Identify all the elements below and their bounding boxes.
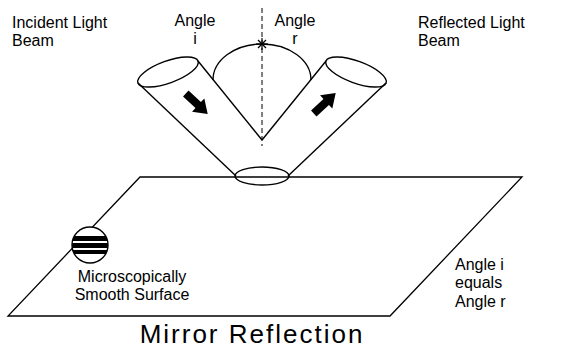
smooth-surface-symbol [70,227,110,263]
note-label: Angle i equals Angle r [455,256,513,311]
beam-label: Reflected Light Beam [418,14,548,51]
light-spot [235,167,289,185]
caption: Mirror Reflection [140,320,365,349]
normal-line [262,8,263,146]
beam-label: Incident Light Beam [12,14,134,51]
mirror-plane [8,177,522,316]
angle-label: Angle i [172,12,218,49]
surface-label: Microscopically Smooth Surface [57,268,207,305]
angle-label: Angle r [272,12,318,49]
angle-arc [213,44,311,80]
reflected-arrow [308,87,342,121]
incident-beam [134,51,262,176]
incident-arrow [180,87,214,121]
reflected-beam [262,51,390,176]
